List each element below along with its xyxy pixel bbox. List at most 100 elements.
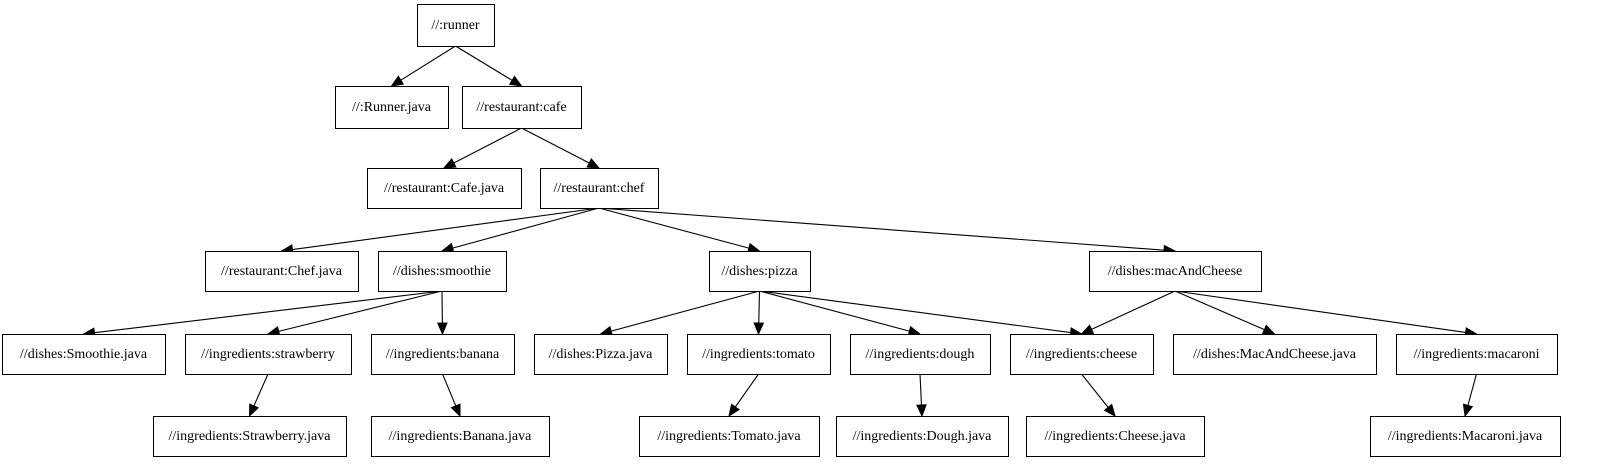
graph-node-ing_strawberry[interactable]: //ingredients:strawberry: [185, 334, 352, 375]
node-box: [836, 416, 1009, 457]
graph-node-runner_java[interactable]: //:Runner.java: [335, 86, 449, 129]
graph-edge: [400, 45, 456, 81]
node-box: [1370, 416, 1561, 457]
graph-node-restaurant_cafe[interactable]: //restaurant:cafe: [462, 86, 582, 129]
node-label: //dishes:MacAndCheese.java: [1193, 347, 1357, 362]
graph-node-ing_banana[interactable]: //ingredients:banana: [371, 334, 515, 375]
node-box: [639, 416, 820, 457]
graph-edge-arrowhead: [437, 322, 448, 336]
graph-edge: [759, 290, 1071, 334]
node-box: [1026, 416, 1205, 457]
graph-edge-arrowhead: [1103, 403, 1116, 418]
graph-node-ing_macaroni_java[interactable]: //ingredients:Macaroni.java: [1370, 416, 1561, 457]
graph-edge: [758, 290, 761, 324]
graph-node-runner[interactable]: //:runner: [417, 4, 495, 47]
node-box: [534, 334, 668, 375]
node-label: //ingredients:macaroni: [1414, 347, 1540, 362]
graph-edge-arrowhead: [916, 404, 927, 418]
graph-edge: [919, 373, 923, 406]
graph-node-ing_dough_java[interactable]: //ingredients:Dough.java: [836, 416, 1009, 457]
node-label: //ingredients:Dough.java: [853, 429, 993, 444]
node-label: //restaurant:chef: [554, 181, 645, 196]
node-label: //:runner: [431, 18, 480, 33]
graph-edge-arrowhead: [586, 157, 601, 169]
node-label: //ingredients:Macaroni.java: [1388, 429, 1543, 444]
node-label: //dishes:macAndCheese: [1108, 264, 1243, 279]
graph-node-dishes_macandcheese[interactable]: //dishes:macAndCheese: [1089, 251, 1262, 292]
graph-edge: [521, 127, 590, 164]
graph-node-ing_tomato[interactable]: //ingredients:tomato: [687, 334, 831, 375]
graph-node-restaurant_cafe_java[interactable]: //restaurant:Cafe.java: [367, 168, 522, 209]
graph-node-ing_strawberry_java[interactable]: //ingredients:Strawberry.java: [153, 416, 347, 457]
graph-node-dishes_smoothie_java[interactable]: //dishes:Smoothie.java: [2, 334, 166, 375]
node-box: [1089, 251, 1262, 292]
graph-edge: [598, 207, 750, 249]
graph-edge-arrowhead: [753, 322, 765, 336]
node-layer: //:runner //:Runner.java //restaurant:cafe…: [2, 4, 1561, 457]
node-label: //dishes:Pizza.java: [549, 347, 654, 362]
graph-edge: [453, 127, 522, 164]
node-box: [2, 334, 166, 375]
graph-edge: [253, 373, 269, 407]
graph-edge: [455, 45, 513, 81]
graph-edge: [734, 373, 759, 408]
node-label: //:Runner.java: [352, 100, 432, 115]
node-box: [687, 334, 831, 375]
graph-edge: [759, 290, 910, 332]
graph-edge-arrowhead: [248, 403, 260, 418]
node-label: //ingredients:tomato: [702, 347, 815, 362]
node-label: //restaurant:Chef.java: [221, 264, 343, 279]
graph-node-ing_cheese[interactable]: //ingredients:cheese: [1010, 334, 1154, 375]
graph-node-ing_banana_java[interactable]: //ingredients:Banana.java: [371, 416, 550, 457]
node-label: //restaurant:cafe: [476, 100, 566, 115]
graph-edge: [1174, 290, 1265, 331]
node-label: //dishes:smoothie: [393, 264, 491, 279]
node-box: [850, 334, 991, 375]
node-label: //ingredients:cheese: [1026, 347, 1137, 362]
node-box: [335, 86, 449, 129]
graph-edge-arrowhead: [508, 75, 523, 87]
graph-edge: [610, 290, 760, 332]
node-label: //ingredients:Strawberry.java: [169, 429, 332, 444]
graph-edge: [1091, 290, 1176, 330]
graph-edge: [278, 290, 443, 332]
node-box: [185, 334, 352, 375]
graph-node-dishes_smoothie[interactable]: //dishes:smoothie: [378, 251, 507, 292]
node-box: [371, 334, 515, 375]
graph-edge: [598, 207, 1165, 251]
graph-edge-arrowhead: [1080, 324, 1095, 335]
node-box: [1010, 334, 1154, 375]
node-label: //dishes:pizza: [721, 264, 798, 279]
node-box: [417, 4, 495, 47]
node-box: [1173, 334, 1377, 375]
graph-edge-arrowhead: [390, 75, 405, 87]
node-label: //ingredients:strawberry: [201, 347, 335, 362]
graph-node-restaurant_chef[interactable]: //restaurant:chef: [540, 168, 659, 209]
graph-node-ing_cheese_java[interactable]: //ingredients:Cheese.java: [1026, 416, 1205, 457]
graph-node-restaurant_chef_java[interactable]: //restaurant:Chef.java: [205, 251, 359, 292]
edge-layer: [82, 45, 1478, 418]
graph-node-ing_macaroni[interactable]: //ingredients:macaroni: [1396, 334, 1558, 375]
graph-edge: [1174, 290, 1466, 333]
graph-node-dishes_pizza[interactable]: //dishes:pizza: [709, 251, 811, 292]
node-label: //dishes:Smoothie.java: [20, 347, 148, 362]
node-label: //ingredients:Banana.java: [389, 429, 532, 444]
node-label: //ingredients:dough: [866, 347, 975, 362]
graph-edge-arrowhead: [1462, 403, 1474, 418]
node-label: //ingredients:Tomato.java: [657, 429, 801, 444]
node-label: //ingredients:banana: [386, 347, 500, 362]
graph-node-dishes_pizza_java[interactable]: //dishes:Pizza.java: [534, 334, 668, 375]
graph-node-ing_tomato_java[interactable]: //ingredients:Tomato.java: [639, 416, 820, 457]
graph-edge-arrowhead: [450, 403, 461, 418]
node-box: [153, 416, 347, 457]
graph-node-ing_dough[interactable]: //ingredients:dough: [850, 334, 991, 375]
graph-edge: [1081, 373, 1109, 408]
graph-edge: [452, 207, 600, 249]
node-box: [462, 86, 582, 129]
node-label: //restaurant:Cafe.java: [384, 181, 505, 196]
node-box: [378, 251, 507, 292]
graph-node-dishes_macandcheese_java[interactable]: //dishes:MacAndCheese.java: [1173, 334, 1377, 375]
node-box: [1396, 334, 1558, 375]
